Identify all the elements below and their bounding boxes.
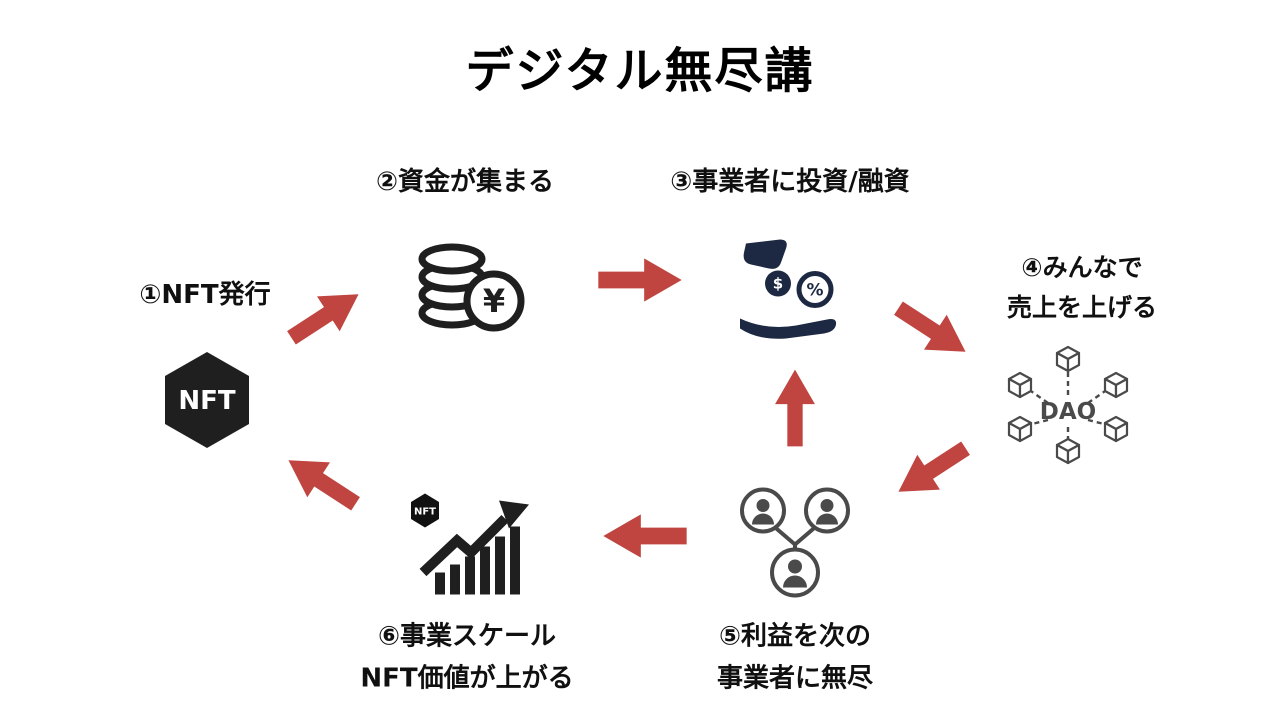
step-label-3: ③事業者に投資/融資: [670, 167, 910, 198]
coins-icon: ¥: [418, 243, 525, 332]
flow-arrow-4-to-5: [898, 441, 970, 492]
investment-hand-icon: $ %: [740, 239, 837, 339]
dao-text: DAO: [1040, 399, 1096, 425]
flow-arrow-2-to-3: [598, 258, 682, 302]
percent-symbol-text: %: [806, 281, 823, 301]
step-label-5: ⑤利益を次の 事業者に無尽: [716, 621, 874, 693]
flow-arrow-6-to-1: [288, 460, 360, 511]
flow-arrow-1-to-2: [287, 294, 359, 345]
nft-logo-text: NFT: [178, 386, 236, 416]
dao-network-icon: DAO: [1007, 345, 1129, 465]
nft-logo-icon: NFT: [165, 352, 249, 448]
yen-symbol-text: ¥: [483, 282, 505, 320]
chart-nft-text: NFT: [414, 507, 436, 518]
flow-arrow-5-to-6: [603, 514, 687, 558]
flow-arrow-3-to-4: [894, 301, 966, 352]
flow-arrow-5-to-3: [775, 369, 815, 447]
growth-chart-icon: NFT: [411, 493, 529, 595]
people-network-icon: [740, 487, 850, 598]
dollar-symbol-text: $: [773, 275, 783, 293]
step-label-1: ①NFT発行: [139, 280, 271, 311]
step-label-4: ④みんなで 売上を上げる: [1006, 253, 1158, 322]
step-label-6: ⑥事業スケール NFT価値が上がる: [360, 621, 574, 693]
step-label-2: ②資金が集まる: [375, 167, 555, 198]
page-title: デジタル無尽講: [465, 43, 815, 99]
chart-nft-hexagon: [411, 493, 439, 528]
